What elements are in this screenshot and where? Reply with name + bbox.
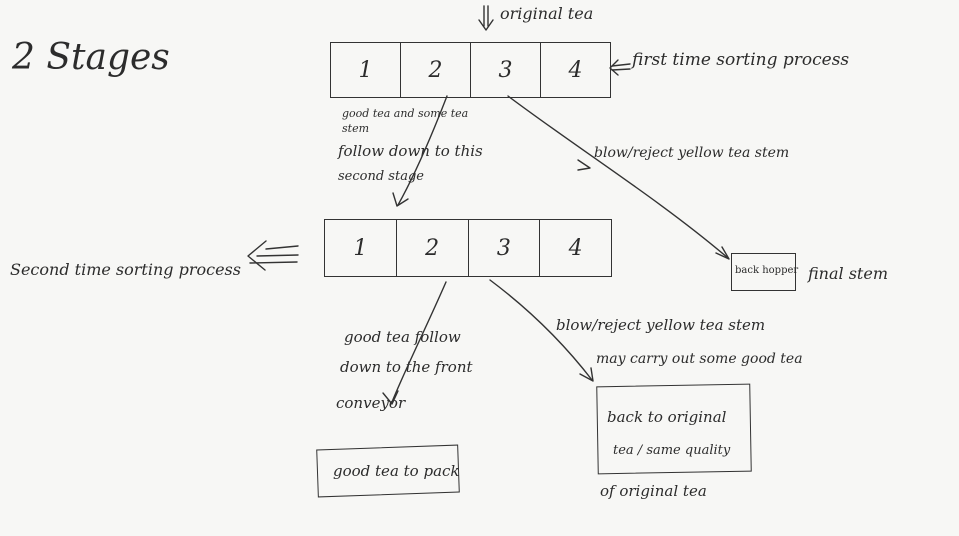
stage1-reject-label: blow/reject yellow tea stem xyxy=(594,145,790,161)
back-hopper-label: back hopper xyxy=(735,265,799,276)
stage1-sorter: 1 2 3 4 xyxy=(330,42,611,98)
stage2-good-arrow xyxy=(382,281,447,405)
stage2-cell: 1 xyxy=(325,220,397,276)
final-stem-label: final stem xyxy=(808,264,888,283)
stage1-cell: 1 xyxy=(331,43,401,97)
stage2-good-text-2: down to the front xyxy=(340,358,473,376)
stage1-follow-text: follow down to this xyxy=(338,142,483,160)
stage2-cell: 4 xyxy=(568,235,583,261)
input-label: original tea xyxy=(500,4,594,23)
stage1-reject-arrow xyxy=(507,95,730,260)
stage1-label-arrow xyxy=(609,59,631,76)
diagram-title: 2 Stages xyxy=(12,37,170,78)
stage2-cell: 2 xyxy=(397,220,469,276)
back-to-original-text-3: of original tea xyxy=(600,482,707,500)
input-arrow xyxy=(478,5,494,31)
stage2-good-text: good tea follow xyxy=(344,328,461,346)
stage2-sorter: 1 2 3 4 xyxy=(324,219,612,277)
back-to-original-text: back to original xyxy=(607,408,727,426)
stage1-good-note: good tea and some tea xyxy=(342,107,469,120)
stage1-label: first time sorting process xyxy=(632,50,850,70)
stage2-reject-text: blow/reject yellow tea stem xyxy=(556,316,766,334)
stage1-cell: 4 xyxy=(568,57,583,83)
stage1-good-note-2: stem xyxy=(342,122,370,135)
stage1-cell: 3 xyxy=(471,43,541,97)
stage2-reject-text-2: may carry out some good tea xyxy=(596,351,803,367)
stage1-good-arrow xyxy=(392,95,448,207)
stage1-follow-text-2: second stage xyxy=(338,169,424,184)
stage1-cell: 2 xyxy=(401,43,471,97)
stage2-reject-arrow xyxy=(489,279,594,382)
back-to-original-text-2: tea / same quality xyxy=(613,443,731,458)
back-hopper-box xyxy=(731,253,796,291)
stage2-label: Second time sorting process xyxy=(10,260,241,279)
stage2-label-arrow xyxy=(247,240,299,271)
good-tea-box-label: good tea to pack xyxy=(333,462,460,480)
stage2-cell: 3 xyxy=(469,220,541,276)
